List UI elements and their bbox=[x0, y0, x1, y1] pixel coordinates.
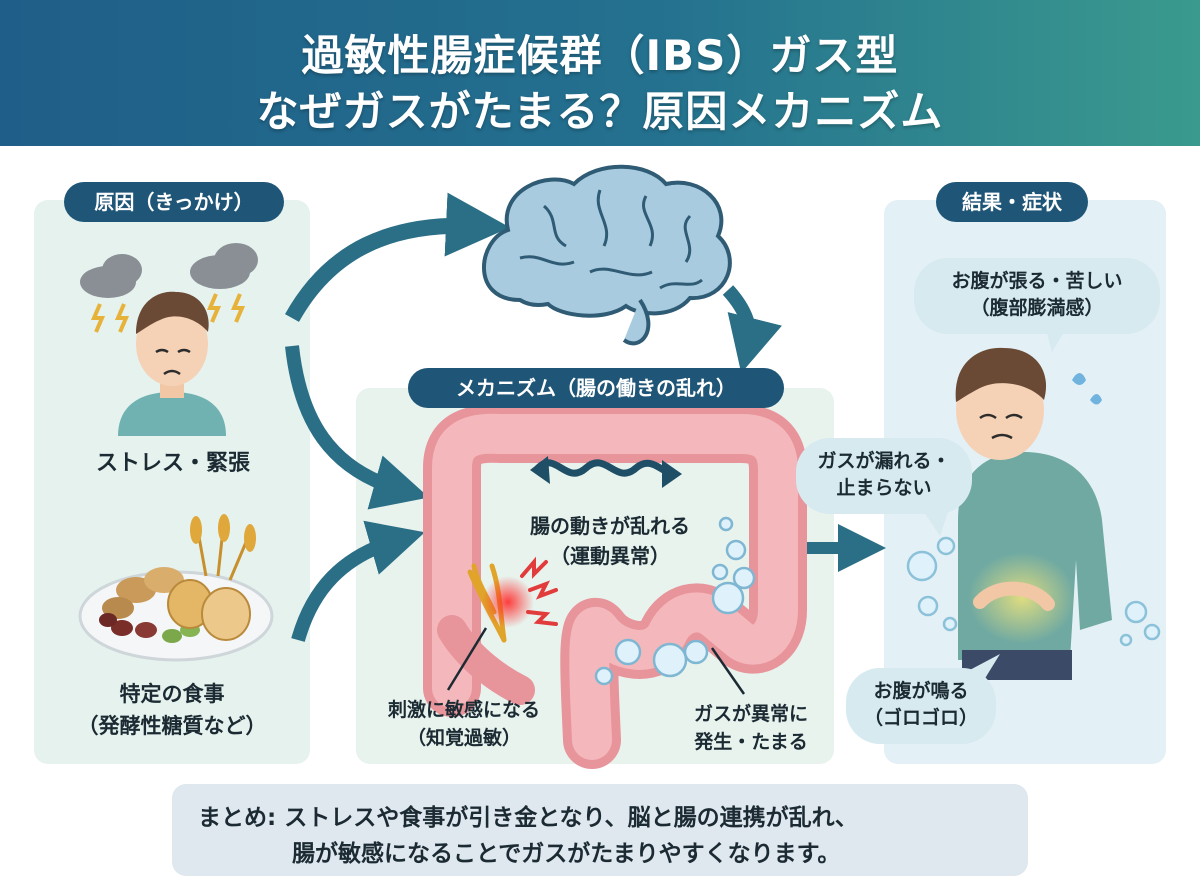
rumble-bubble: お腹が鳴る （ゴロゴロ） bbox=[846, 668, 996, 744]
storm-cloud-icon bbox=[80, 243, 258, 333]
motility-arrow-left-icon bbox=[530, 456, 550, 484]
motility-arrow-right-icon bbox=[662, 460, 682, 488]
rumble-line-1: お腹が鳴る bbox=[873, 680, 969, 702]
pain-spark-icon bbox=[520, 556, 558, 626]
food-plate-icon bbox=[78, 514, 274, 662]
motility-label-line-1: 腸の動きが乱れる bbox=[530, 514, 690, 538]
results-title: 結果・症状 bbox=[936, 182, 1088, 222]
motility-wave-icon bbox=[534, 459, 672, 477]
bloating-line-1: お腹が張る・苦しい bbox=[951, 270, 1123, 292]
gas-label-line-1: ガスが異常に bbox=[693, 703, 808, 725]
diet-label-line-2: （発酵性糖質など） bbox=[77, 714, 267, 738]
arrow-diet-to-gut bbox=[291, 520, 425, 642]
pointer-sensitive bbox=[446, 627, 488, 691]
sensitive-label-line-2: （知覚過敏） bbox=[406, 727, 521, 749]
arrow-stress-to-brain bbox=[285, 192, 510, 322]
stressed-person-icon bbox=[118, 291, 226, 436]
brain-icon bbox=[482, 164, 732, 346]
gas-label-line-2: 発生・たまる bbox=[694, 731, 808, 753]
stress-label: ストレス・緊張 bbox=[95, 451, 250, 476]
bloated-person-icon bbox=[955, 347, 1112, 680]
causes-title: 原因（きっかけ） bbox=[64, 182, 284, 222]
pointer-gas bbox=[710, 647, 746, 695]
motility-label-line-2: （運動異常） bbox=[550, 544, 670, 568]
rumble-line-2: （ゴロゴロ） bbox=[863, 707, 978, 729]
title-line-2: なぜガスがたまる？原因メカニズム bbox=[256, 87, 944, 136]
header-banner: 過敏性腸症候群（IBS）ガス型 なぜガスがたまる？原因メカニズム bbox=[0, 0, 1200, 146]
title-line-1: 過敏性腸症候群（IBS）ガス型 bbox=[301, 31, 899, 80]
escaped-gas-bubbles-icon bbox=[906, 536, 1161, 647]
gas-bubbles-icon bbox=[594, 516, 756, 686]
gas-leak-bubble: ガスが漏れる・ 止まらない bbox=[796, 438, 972, 514]
arrow-stress-to-gut bbox=[285, 345, 429, 510]
leak-line-2: 止まらない bbox=[836, 477, 932, 499]
bloating-line-2: （腹部膨満感） bbox=[970, 297, 1104, 319]
bloating-bubble: お腹が張る・苦しい （腹部膨満感） bbox=[914, 258, 1160, 334]
arrow-brain-to-gut bbox=[722, 285, 782, 374]
mechanism-title: メカニズム（腸の働きの乱れ） bbox=[408, 368, 784, 408]
summary-line-2: 腸が敏感になることでガスがたまりやすくなります。 bbox=[292, 841, 841, 867]
sensitive-label-line-1: 刺激に敏感になる bbox=[387, 699, 540, 721]
diet-label-line-1: 特定の食事 bbox=[119, 682, 225, 706]
leak-line-1: ガスが漏れる・ bbox=[817, 450, 951, 472]
irritation-glow-icon bbox=[482, 576, 534, 628]
summary-box: まとめ: ストレスや食事が引き金となり、脳と腸の連携が乱れ、 腸が敏感になること… bbox=[172, 784, 1028, 876]
colon-illustration bbox=[423, 404, 807, 769]
summary-line-1: まとめ: ストレスや食事が引き金となり、脳と腸の連携が乱れ、 bbox=[198, 805, 858, 831]
